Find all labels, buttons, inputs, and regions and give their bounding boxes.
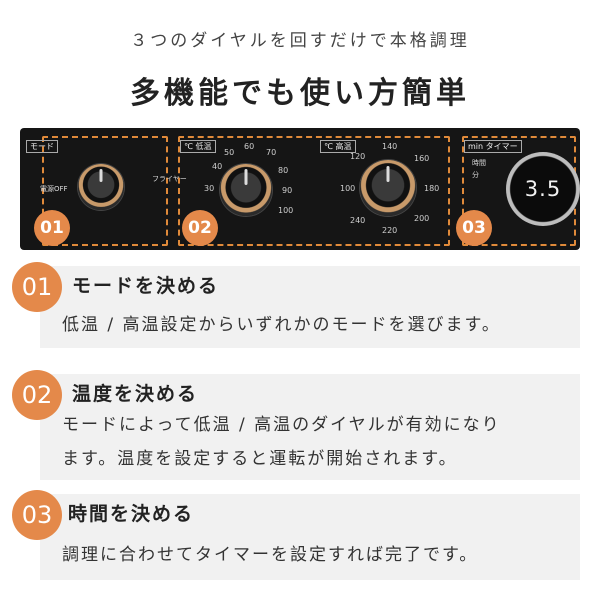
step-03-text: 調理に合わせてタイマーを設定すれば完了です。 <box>62 538 478 572</box>
temperature-section-frame <box>178 136 450 246</box>
step-01-card <box>40 266 580 348</box>
timer-hours-label: 時間 <box>472 159 486 167</box>
timer-display-dial[interactable]: 3.5 <box>506 152 580 226</box>
high-tick: 180 <box>424 184 440 193</box>
timer-label: min タイマー <box>464 140 522 153</box>
mode-label: モード <box>26 140 58 153</box>
step-01-title: モードを決める <box>72 275 220 297</box>
low-tick: 70 <box>266 148 277 157</box>
low-tick: 90 <box>282 186 293 195</box>
step-01-number: 01 <box>12 262 62 312</box>
high-tick: 120 <box>350 152 366 161</box>
mode-section-frame <box>42 136 168 246</box>
step-03-card <box>40 494 580 580</box>
step-03-title: 時間を決める <box>68 503 195 525</box>
badge-03: 03 <box>456 210 492 246</box>
high-tick: 140 <box>382 142 398 151</box>
step-03-line: 調理に合わせてタイマーを設定すれば完了です。 <box>62 545 479 565</box>
high-tick: 200 <box>414 214 430 223</box>
low-tick: 60 <box>244 142 255 151</box>
page-subtitle: ３つのダイヤルを回すだけで本格調理 <box>130 31 470 51</box>
step-02-text: モードによって低温 / 高温のダイヤルが有効になり ます。温度を設定すると運転が… <box>62 408 501 476</box>
high-tick: 100 <box>340 184 356 193</box>
low-tick: 30 <box>204 184 215 193</box>
low-temp-label: ℃ 低温 <box>180 140 216 153</box>
step-01-text: 低温 / 高温設定からいずれかのモードを選びます。 <box>62 308 501 342</box>
timer-readout: 3.5 <box>524 177 562 201</box>
step-02-line: ます。温度を設定すると運転が開始されます。 <box>62 449 458 469</box>
high-tick: 220 <box>382 226 398 235</box>
high-temp-dial[interactable] <box>360 160 416 216</box>
mode-off-label: 電源OFF <box>40 185 68 193</box>
step-02-number: 02 <box>12 370 62 420</box>
step-02-card <box>40 374 580 480</box>
low-tick: 100 <box>278 206 294 215</box>
low-tick: 40 <box>212 162 223 171</box>
step-03-number: 03 <box>12 490 62 540</box>
timer-min-label: 分 <box>472 171 479 179</box>
high-temp-label: ℃ 高温 <box>320 140 356 153</box>
mode-fryer-label: フライヤー <box>152 175 187 183</box>
page-headline: 多機能でも使い方簡単 <box>130 76 470 111</box>
low-tick: 80 <box>278 166 289 175</box>
badge-01: 01 <box>34 210 70 246</box>
high-tick: 160 <box>414 154 430 163</box>
low-tick: 50 <box>224 148 235 157</box>
step-01-line: 低温 / 高温設定からいずれかのモードを選びます。 <box>62 315 501 335</box>
low-temp-dial[interactable] <box>220 164 272 216</box>
step-02-title: 温度を決める <box>72 383 199 405</box>
high-tick: 240 <box>350 216 366 225</box>
step-02-line: モードによって低温 / 高温のダイヤルが有効になり <box>62 415 501 435</box>
badge-02: 02 <box>182 210 218 246</box>
control-panel-image: モード 電源OFF フライヤー 01 ℃ 低温 40 50 60 70 80 9… <box>20 128 580 250</box>
mode-dial[interactable] <box>78 164 124 210</box>
